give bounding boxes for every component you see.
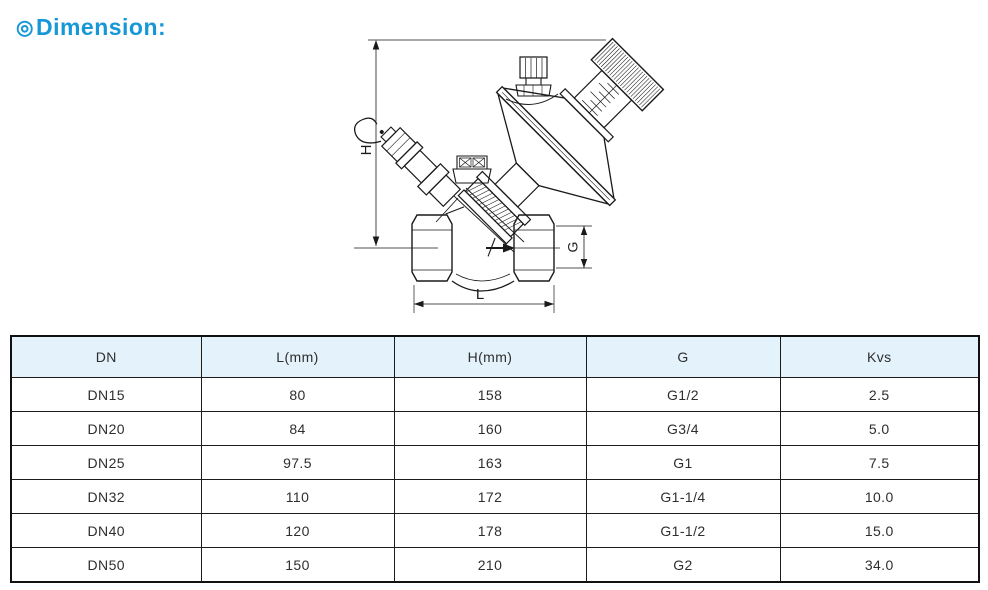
table-cell: DN20: [10, 411, 202, 446]
table-cell: 110: [200, 479, 395, 514]
table-cell: 172: [393, 479, 587, 514]
table-cell: DN15: [10, 377, 202, 412]
table-cell: DN32: [10, 479, 202, 514]
table-cell: 160: [393, 411, 587, 446]
page-title: ◎ Dimension:: [16, 14, 166, 41]
table-cell: DN25: [10, 445, 202, 480]
table-cell: DN40: [10, 513, 202, 548]
table-cell: G1/2: [585, 377, 781, 412]
valve-body: [412, 188, 554, 291]
left-port-hex: [412, 215, 452, 281]
table-row: DN20 84 160 G3/4 5.0: [10, 411, 980, 446]
table-header-cell: Kvs: [779, 335, 980, 378]
table-cell: 80: [200, 377, 395, 412]
table-row: DN40 120 178 G1-1/2 15.0: [10, 513, 980, 548]
table-cell: 34.0: [779, 547, 980, 583]
table-cell: 178: [393, 513, 587, 548]
flow-arrow: [486, 243, 515, 253]
table-cell: 10.0: [779, 479, 980, 514]
table-header-cell: DN: [10, 335, 202, 378]
table-cell: 163: [393, 445, 587, 480]
table-cell: G1-1/4: [585, 479, 781, 514]
valve-drawing: H: [340, 8, 680, 334]
table-cell: 210: [393, 547, 587, 583]
table-row: DN32 110 172 G1-1/4 10.0: [10, 479, 980, 514]
table-row: DN50 150 210 G2 34.0: [10, 547, 980, 583]
valve-assembly: [410, 8, 680, 292]
h-dim-label: H: [358, 145, 375, 156]
l-dim-label: L: [476, 286, 484, 303]
g-dim-label: G: [565, 242, 581, 253]
right-port-hex: [514, 215, 554, 281]
knurled-knob: [591, 39, 663, 111]
thread-collar: [458, 172, 530, 244]
pt-port: [350, 102, 463, 215]
table-cell: 150: [200, 547, 395, 583]
h-dimension: H: [358, 40, 606, 246]
table-cell: 7.5: [779, 445, 980, 480]
table-header-cell: H(mm): [393, 335, 587, 378]
table-cell: 97.5: [200, 445, 395, 480]
table-cell: 120: [200, 513, 395, 548]
table-cell: 5.0: [779, 411, 980, 446]
table-header-row: DN L(mm) H(mm) G Kvs: [10, 335, 980, 378]
bullseye-icon: ◎: [16, 16, 34, 39]
table-cell: G1: [585, 445, 781, 480]
dimension-table: DN L(mm) H(mm) G Kvs DN15 80 158 G1/2 2.…: [10, 335, 980, 583]
table-cell: DN50: [10, 547, 202, 583]
l-dimension: L: [414, 285, 554, 313]
table-cell: 15.0: [779, 513, 980, 548]
table-cell: G3/4: [585, 411, 781, 446]
table-header-cell: G: [585, 335, 781, 378]
g-dimension: G: [556, 226, 592, 268]
table-header-cell: L(mm): [200, 335, 395, 378]
table-cell: 158: [393, 377, 587, 412]
table-row: DN15 80 158 G1/2 2.5: [10, 377, 980, 412]
table-row: DN25 97.5 163 G1 7.5: [10, 445, 980, 480]
table-cell: G2: [585, 547, 781, 583]
test-valve: [506, 57, 558, 104]
page-title-text: Dimension:: [35, 14, 167, 40]
drain-plug: [453, 156, 491, 183]
table-cell: G1-1/2: [585, 513, 781, 548]
table-cell: 2.5: [779, 377, 980, 412]
table-cell: 84: [200, 411, 395, 446]
